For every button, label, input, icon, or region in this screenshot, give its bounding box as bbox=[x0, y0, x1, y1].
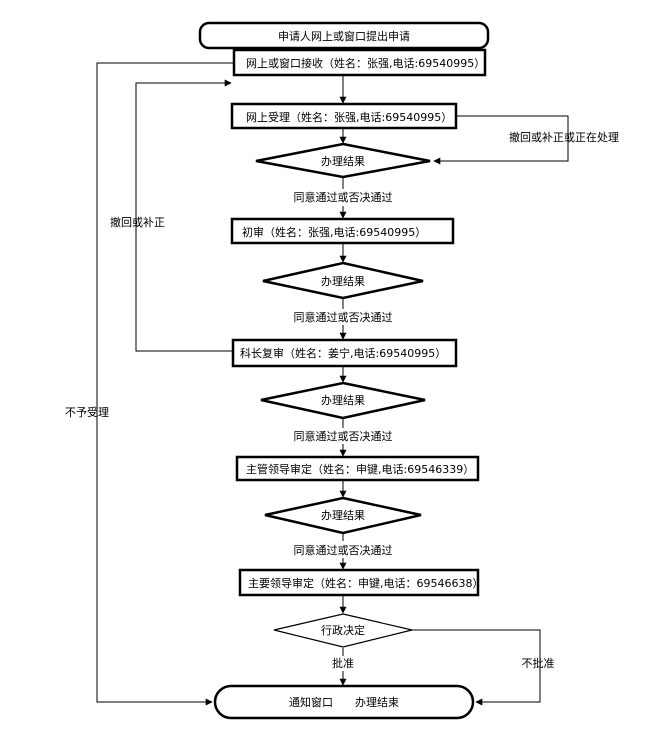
approve-label: 批准 bbox=[332, 656, 354, 670]
admin-decision-diamond bbox=[273, 613, 413, 648]
review4-label: 主要领导审定（姓名：申键,电话：69546638） bbox=[248, 576, 483, 590]
decision-diamond-1 bbox=[255, 142, 431, 179]
notify-end-box bbox=[213, 684, 475, 720]
notify-end-label: 通知窗口 办理结束 bbox=[289, 695, 399, 709]
review4-box bbox=[238, 568, 480, 597]
decision-diamond-3 bbox=[260, 381, 426, 420]
apply-box bbox=[198, 21, 490, 50]
reject-label: 不予受理 bbox=[65, 406, 109, 419]
withdraw-right-label: 撤回或补正或正在处理 bbox=[509, 130, 619, 144]
decision-label-4: 办理结果 bbox=[321, 509, 365, 522]
decision-diamond-2 bbox=[262, 261, 424, 300]
pass-label-2: 同意通过或否决通过 bbox=[294, 310, 393, 324]
receive-label: 网上或窗口接收（姓名：张强,电话:69540995） bbox=[246, 56, 485, 70]
decision-label-2: 办理结果 bbox=[321, 275, 365, 288]
pass-label-1: 同意通过或否决通过 bbox=[294, 190, 393, 204]
review2-box bbox=[231, 338, 458, 368]
admin-decision-label: 行政决定 bbox=[321, 623, 365, 637]
accept-box bbox=[230, 102, 458, 130]
apply-label: 申请人网上或窗口提出申请 bbox=[278, 29, 410, 43]
receive-box bbox=[232, 48, 487, 77]
review1-box bbox=[230, 217, 455, 245]
withdraw-left-label: 撤回或补正 bbox=[110, 215, 165, 229]
accept-label: 网上受理（姓名：张强,电话:69540995） bbox=[246, 110, 452, 124]
decision-label-3: 办理结果 bbox=[321, 394, 365, 407]
decision-label-1: 办理结果 bbox=[321, 155, 365, 168]
disapprove-label: 不批准 bbox=[522, 656, 555, 670]
decision-diamond-4 bbox=[264, 496, 422, 535]
review1-label: 初审（姓名：张强,电话:69540995） bbox=[242, 225, 426, 239]
pass-label-3: 同意通过或否决通过 bbox=[294, 429, 393, 443]
connectors bbox=[96, 62, 569, 706]
review3-box bbox=[235, 455, 480, 482]
review3-label: 主管领导审定（姓名：申键,电话:69546339） bbox=[246, 462, 474, 476]
pass-label-4: 同意通过或否决通过 bbox=[294, 543, 393, 557]
review2-label: 科长复审（姓名：姜宁,电话:69540995） bbox=[240, 346, 446, 360]
